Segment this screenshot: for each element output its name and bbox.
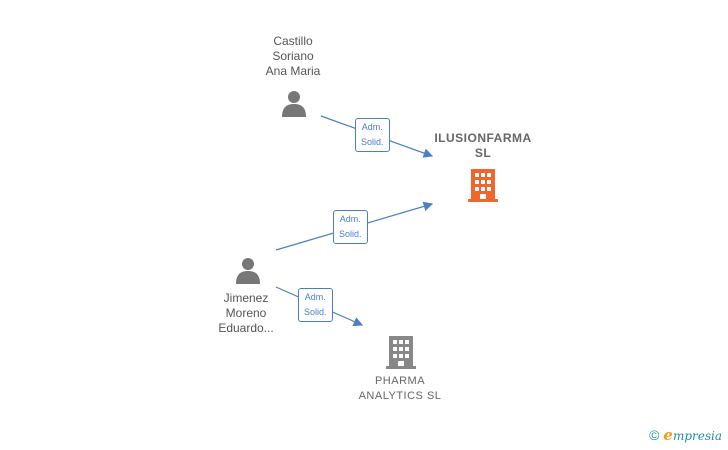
company-label-pharma: PHARMA ANALYTICS SL: [358, 375, 442, 402]
edge-label-castillo-ilusionfarma: Adm. Solid.: [355, 118, 390, 152]
person-label-castillo: Castillo Soriano Ana Maria: [265, 34, 321, 78]
edge-label-jimenez-pharma: Adm. Solid.: [298, 288, 333, 322]
person-icon[interactable]: [233, 256, 263, 286]
copyright-icon: ©: [649, 427, 660, 443]
brand-rest: mpresia: [672, 429, 722, 443]
brand-e: e: [663, 426, 673, 444]
building-icon[interactable]: [467, 167, 499, 203]
person-icon[interactable]: [279, 89, 309, 119]
building-icon[interactable]: [385, 334, 417, 370]
edge-label-jimenez-ilusionfarma: Adm. Solid.: [333, 210, 368, 244]
company-label-ilusionfarma: ILUSIONFARMA SL: [434, 131, 532, 160]
brand-logo: © empresia: [649, 426, 722, 444]
person-label-jimenez: Jimenez Moreno Eduardo...: [218, 291, 274, 335]
